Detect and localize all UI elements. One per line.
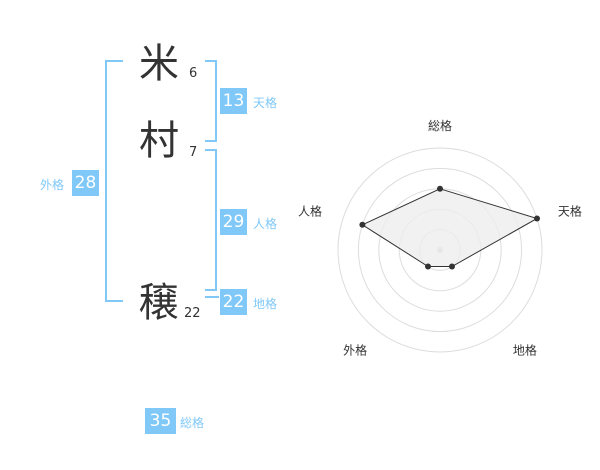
name-char-1: 米 [139,41,179,87]
chikaku-value: 22 [220,289,247,315]
radar-axis-label: 外格 [343,342,367,357]
jinkaku-label: 人格 [253,217,278,231]
chikaku-connector [205,296,219,298]
jinkaku-value: 29 [220,209,247,235]
name-char-3-strokes: 22 [184,306,201,321]
name-char-2: 村 [139,118,179,164]
radar-point [534,215,541,222]
radar-point [437,185,443,192]
soukaku-value: 35 [145,408,176,434]
tenkaku-value: 13 [220,88,247,114]
radar-point [448,263,455,270]
radar-point [425,263,432,270]
tenkaku-bracket [205,60,217,142]
radar-axis-label: 総格 [428,118,452,133]
name-char-1-strokes: 6 [189,66,198,81]
radar-axis-label: 天格 [558,204,582,219]
chikaku-label: 地格 [253,297,278,311]
soukaku-label: 総格 [180,416,205,430]
gaikaku-label: 外格 [40,178,65,192]
tenkaku-label: 天格 [253,96,278,110]
radar-ring [357,167,523,333]
gaikaku-value: 28 [72,170,99,196]
name-char-2-strokes: 7 [189,145,198,160]
radar-axis-label: 人格 [298,204,322,219]
jinkaku-bracket [205,149,217,291]
radar-point [359,221,366,228]
radar-series-area [361,188,539,268]
gaikaku-bracket [105,60,123,302]
radar-axis-label: 地格 [513,342,537,357]
radar-ring [337,147,543,353]
name-char-3: 穣 [139,280,179,326]
